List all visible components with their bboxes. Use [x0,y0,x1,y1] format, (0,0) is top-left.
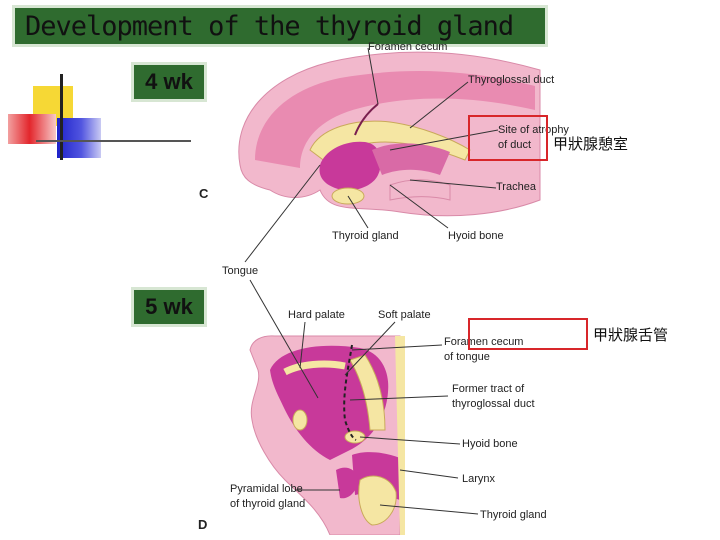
label-larynx: Larynx [462,473,496,485]
label-pyramidal-lobe-2: of thyroid gland [230,498,306,510]
label-pyramidal-lobe-1: Pyramidal lobe [230,483,303,495]
label-thyroid-gland-upper: Thyroid gland [332,230,399,242]
label-hyoid-bone-upper: Hyoid bone [448,230,504,242]
thyroid-development-illustration [238,47,541,535]
leader-lines-lower [249,279,479,515]
title-banner: Development of the thyroid gland [12,5,548,47]
label-tongue: Tongue [222,265,259,277]
annotation-thyroglossal-duct: 甲狀腺舌管 [593,326,669,344]
panel-letter-c: C [199,186,209,201]
label-former-tract-1: Former tract of [452,383,525,395]
stage-label-5wk: 5 wk [131,287,207,327]
embryo-5wk-drawing [249,335,405,535]
decor-red-square [8,114,56,144]
label-thyroglossal-duct: Thyroglossal duct [468,74,555,86]
label-hyoid-bone-lower: Hyoid bone [462,438,518,450]
label-site-atrophy-2: of duct [498,139,532,151]
label-soft-palate: Soft palate [378,309,431,321]
label-foramen-cecum: Foramen cecum [368,41,448,53]
label-site-atrophy-1: Site of atrophy [498,124,569,136]
label-foramen-cecum-lower-2: of tongue [444,351,490,363]
highlight-box-atrophy [468,115,548,161]
label-former-tract-2: thyroglossal duct [452,398,535,410]
leader-lines-upper [244,47,499,263]
label-trachea: Trachea [496,181,536,193]
highlight-box-foramen [468,318,588,350]
label-thyroid-gland-lower: Thyroid gland [480,509,547,521]
label-hard-palate: Hard palate [288,309,345,321]
decor-vertical-line [60,74,63,160]
stage-label-4wk: 4 wk [131,62,207,102]
annotation-thyroid-diverticulum: 甲狀腺憩室 [553,135,629,153]
decor-blue-square [57,118,101,158]
panel-letter-d: D [198,517,208,532]
decor-horizontal-line [36,140,191,142]
page-title: Development of the thyroid gland [25,11,514,42]
embryo-4wk-drawing [238,51,541,217]
label-foramen-cecum-lower-1: Foramen cecum [444,336,524,348]
